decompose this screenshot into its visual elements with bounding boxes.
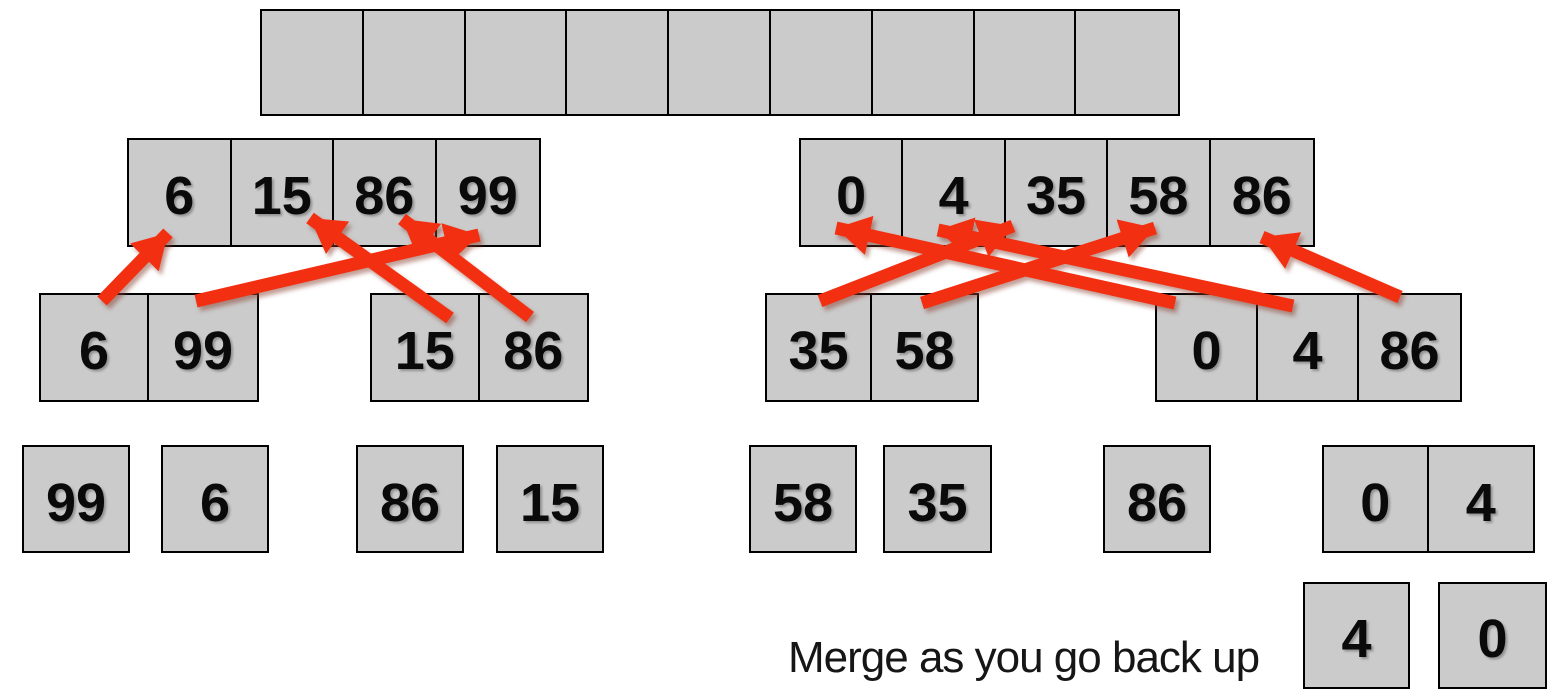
array-cell: 0 — [1477, 609, 1508, 669]
array-cell: 6 — [129, 140, 232, 245]
run-6-99: 6 99 — [39, 293, 259, 402]
single-58: 58 — [749, 445, 857, 553]
array-cell: 6 — [41, 295, 149, 400]
array-cell — [1076, 11, 1178, 114]
run-35-58: 35 58 — [765, 293, 979, 402]
array-cell: 15 — [232, 140, 334, 245]
array-cell: 4 — [1465, 472, 1496, 533]
array-cell: 58 — [1108, 140, 1211, 245]
single-15: 15 — [496, 445, 604, 553]
array-cell — [567, 11, 670, 114]
single-35: 35 — [883, 445, 992, 553]
array-cell: 99 — [172, 321, 234, 381]
array-cell: 15 — [372, 295, 480, 400]
array-cell: 35 — [767, 295, 872, 400]
single-86-right: 86 — [1103, 445, 1211, 553]
array-cell: 0 — [1157, 295, 1258, 400]
array-cell: 99 — [45, 472, 107, 533]
array-cell: 58 — [894, 321, 955, 381]
array-cell: 35 — [907, 472, 968, 533]
array-cell — [262, 11, 364, 114]
array-cell: 0 — [1324, 447, 1429, 551]
single-86-left: 86 — [356, 445, 464, 553]
array-cell: 86 — [1379, 321, 1440, 381]
single-99: 99 — [22, 445, 130, 553]
array-cell: 86 — [379, 472, 441, 533]
array-cell: 86 — [1231, 166, 1292, 226]
array-cell: 35 — [1006, 140, 1109, 245]
array-cell — [975, 11, 1077, 114]
array-cell: 4 — [1341, 609, 1372, 669]
array-cell: 86 — [334, 140, 437, 245]
array-cell: 0 — [801, 140, 904, 245]
caption-merge-as-you-go-back-up: Merge as you go back up — [788, 633, 1260, 682]
empty-merged-array — [260, 9, 1181, 116]
array-cell — [466, 11, 568, 114]
single-4-bottom: 4 — [1303, 582, 1410, 689]
array-cell: 86 — [503, 321, 564, 381]
array-cell: 86 — [1126, 472, 1188, 533]
array-cell: 15 — [519, 472, 581, 533]
array-cell: 99 — [457, 166, 518, 226]
array-cell — [873, 11, 975, 114]
array-cell — [771, 11, 873, 114]
array-cell — [364, 11, 466, 114]
single-0-bottom: 0 — [1438, 582, 1547, 689]
array-cell: 6 — [199, 472, 231, 533]
single-6: 6 — [161, 445, 269, 553]
array-cell — [669, 11, 771, 114]
array-cell: 58 — [772, 472, 834, 533]
array-cell: 4 — [1258, 295, 1359, 400]
array-cell: 4 — [903, 140, 1006, 245]
